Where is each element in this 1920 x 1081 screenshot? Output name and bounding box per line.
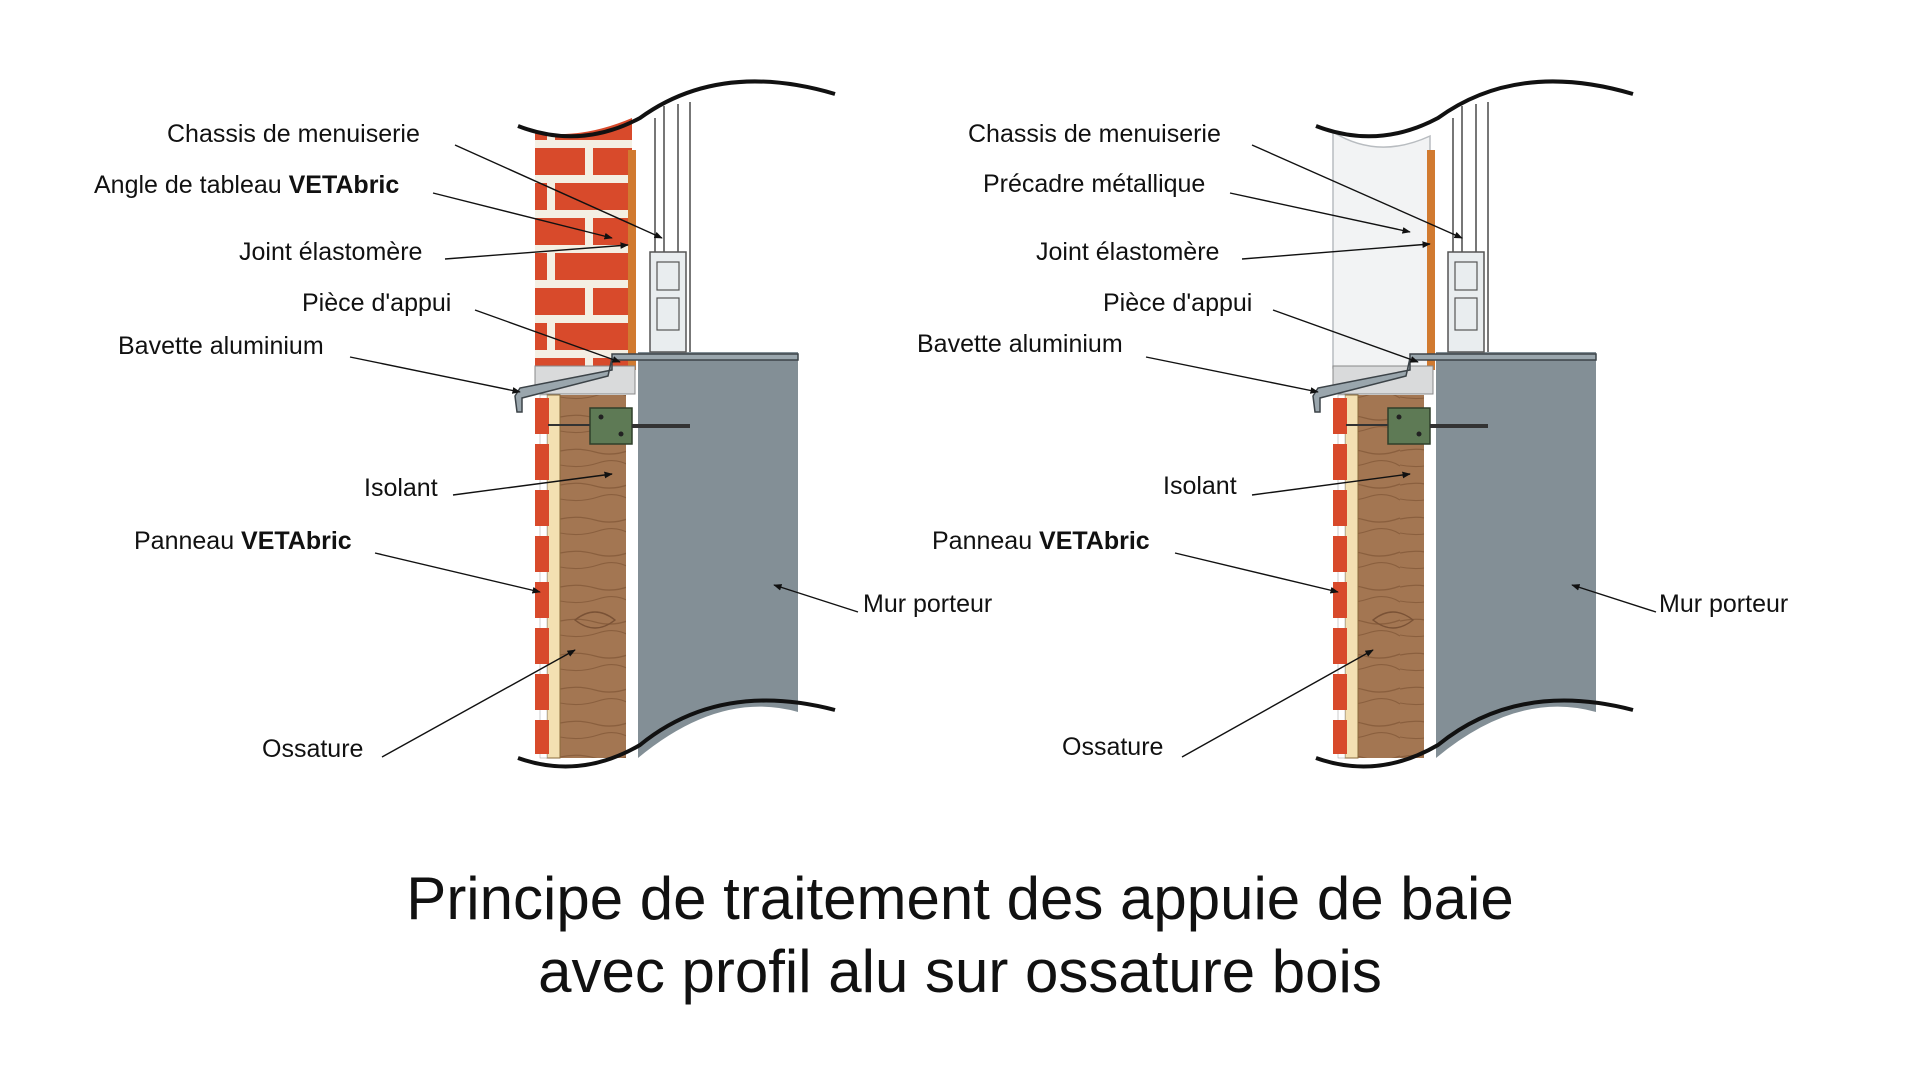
mur-porteur	[1436, 352, 1596, 758]
leader-panneau	[374, 552, 541, 594]
air-gap	[626, 395, 638, 758]
label-angle-brand: VETAbric	[288, 171, 400, 199]
label-piece-appui: Pièce d'appui	[302, 289, 452, 317]
label-angle-de-tableau: Angle de tableau VETAbric	[94, 170, 399, 200]
label-piece-appui: Pièce d'appui	[1103, 289, 1253, 317]
leader-mur	[773, 584, 859, 613]
leader-chassis	[454, 144, 663, 239]
label-precadre: Précadre métallique	[983, 170, 1206, 198]
title-line-1: Principe de traitement des appuie de bai…	[406, 865, 1514, 932]
label-panneau-prefix: Panneau	[134, 527, 242, 555]
label-ossature: Ossature	[262, 735, 364, 763]
break-line-top	[1315, 79, 1634, 139]
fixation-bracket	[1346, 407, 1488, 445]
label-isolant: Isolant	[1163, 472, 1237, 500]
leader-precadre	[1229, 192, 1411, 234]
wood-knot	[573, 611, 617, 629]
leader-joint	[444, 242, 629, 260]
label-panneau-brand: VETAbric	[241, 527, 352, 555]
label-panneau: Panneau VETAbric	[932, 526, 1150, 556]
diagram-right	[1312, 79, 1634, 769]
title-line-2: avec profil alu sur ossature bois	[538, 938, 1382, 1005]
label-panneau-prefix: Panneau	[932, 527, 1040, 555]
leader-piece	[474, 309, 621, 363]
bavette-aluminium	[1312, 353, 1597, 413]
label-joint: Joint élastomère	[1036, 238, 1220, 266]
leader-lines	[349, 144, 1657, 758]
brickwork	[535, 118, 632, 368]
label-mur-porteur: Mur porteur	[863, 590, 993, 618]
mur-porteur	[638, 352, 798, 758]
leader-angle	[432, 192, 613, 240]
diagram-left	[514, 79, 836, 769]
break-line-bottom	[1315, 698, 1634, 769]
leader-ossature	[1181, 649, 1374, 758]
fixation-bracket	[548, 407, 690, 445]
break-line-top	[517, 79, 836, 139]
leader-chassis	[1251, 144, 1463, 239]
leader-isolant	[452, 471, 613, 496]
label-bavette: Bavette aluminium	[118, 332, 324, 360]
panneau-vetabric	[1358, 395, 1424, 758]
leader-bavette	[1145, 356, 1319, 394]
ossature-strip	[539, 394, 548, 759]
joint-strip	[1427, 150, 1435, 370]
label-joint: Joint élastomère	[239, 238, 423, 266]
leader-isolant	[1251, 471, 1411, 496]
ossature-strip	[1337, 394, 1346, 759]
wood-knot	[1371, 611, 1415, 629]
label-chassis: Chassis de menuiserie	[968, 120, 1221, 148]
label-bavette: Bavette aluminium	[917, 330, 1123, 358]
label-chassis: Chassis de menuiserie	[167, 120, 420, 148]
air-gap	[1424, 395, 1436, 758]
chassis-menuiserie	[1447, 102, 1489, 353]
leader-mur	[1571, 584, 1657, 613]
label-panneau: Panneau VETAbric	[134, 526, 352, 556]
leader-panneau	[1174, 552, 1339, 594]
chassis-menuiserie	[649, 102, 691, 353]
label-panneau-brand: VETAbric	[1039, 527, 1150, 555]
panneau-vetabric	[560, 395, 626, 758]
brick-ends	[535, 398, 549, 754]
label-mur-porteur: Mur porteur	[1659, 590, 1789, 618]
label-isolant: Isolant	[364, 474, 438, 502]
angle-de-tableau	[628, 150, 636, 370]
break-line-bottom	[517, 698, 836, 769]
label-angle-prefix: Angle de tableau	[94, 171, 289, 199]
label-ossature: Ossature	[1062, 733, 1164, 761]
leader-ossature	[381, 649, 576, 758]
leader-joint	[1241, 241, 1431, 260]
leader-piece	[1272, 309, 1419, 363]
bavette-aluminium	[514, 353, 799, 413]
leader-bavette	[349, 356, 521, 394]
